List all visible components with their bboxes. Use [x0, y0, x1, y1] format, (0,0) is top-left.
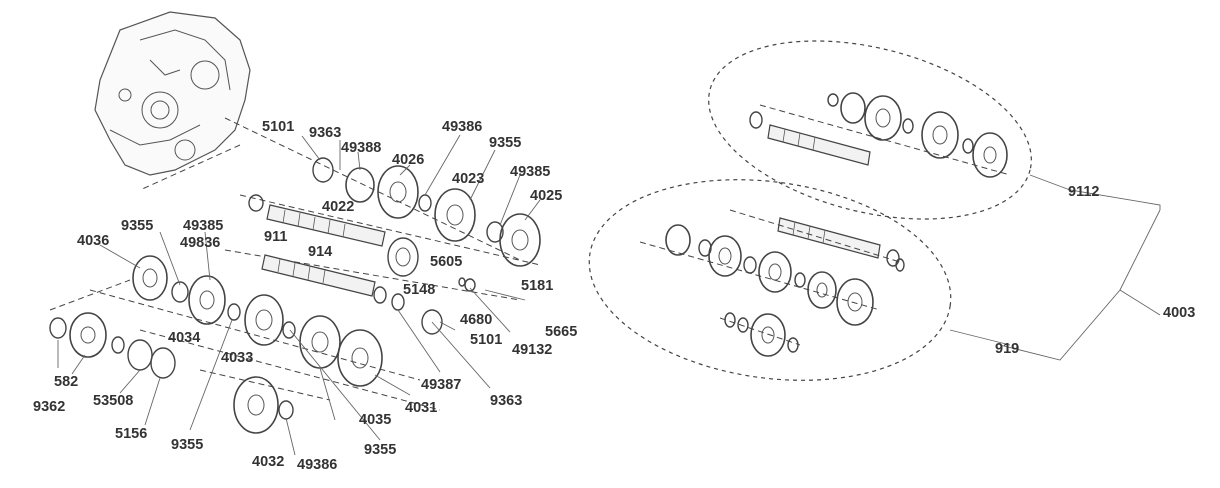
part-label-4032: 4032: [252, 454, 285, 470]
part-label-49388: 49388: [341, 140, 382, 156]
shaft-911: [266, 204, 386, 247]
part-label-4023: 4023: [452, 171, 485, 187]
part-label-4026: 4026: [392, 152, 425, 168]
part-label-9363-top: 9363: [309, 125, 342, 141]
gear-cluster-left: [49, 157, 541, 434]
part-label-9355-bottom-right: 9355: [364, 442, 397, 458]
part-label-5101-top: 5101: [262, 119, 295, 135]
part-label-4036: 4036: [77, 233, 110, 249]
part-label-5156: 5156: [115, 426, 148, 442]
part-label-9355-left: 9355: [121, 218, 154, 234]
part-label-4033: 4033: [221, 350, 254, 366]
shaft-914: [261, 254, 376, 297]
leader-lines-right: [949, 174, 1161, 361]
part-label-49385-top: 49385: [510, 164, 551, 180]
part-label-914: 914: [308, 244, 333, 260]
part-label-49132: 49132: [512, 342, 553, 358]
part-label-49387: 49387: [421, 377, 462, 393]
part-label-4035: 4035: [359, 412, 392, 428]
part-label-5605: 5605: [430, 254, 463, 270]
engine-housing-illustration: [94, 11, 251, 176]
part-label-53508: 53508: [93, 393, 134, 409]
part-label-4034: 4034: [168, 330, 201, 346]
part-label-4031: 4031: [405, 400, 438, 416]
part-label-5148: 5148: [403, 282, 436, 298]
part-label-9355-bottom-left: 9355: [171, 437, 204, 453]
part-label-49386-top: 49386: [442, 119, 483, 135]
part-label-9362: 9362: [33, 399, 66, 415]
leader-lines-left: [57, 134, 541, 456]
part-label-4680: 4680: [460, 312, 493, 328]
part-label-582: 582: [54, 374, 79, 390]
group-919-ellipse: [588, 179, 952, 381]
part-label-49385-left: 49385: [183, 218, 224, 234]
part-label-49836: 49836: [180, 235, 221, 251]
group-9112-ellipse: [708, 40, 1032, 220]
alignment-lines-left: [49, 117, 541, 411]
part-label-5181: 5181: [521, 278, 554, 294]
part-label-9355-top: 9355: [489, 135, 522, 151]
part-label-49386-bottom: 49386: [297, 457, 338, 473]
part-label-5665: 5665: [545, 324, 578, 340]
part-label-4025: 4025: [530, 188, 563, 204]
part-label-9363-bottom: 9363: [490, 393, 523, 409]
part-label-4003: 4003: [1163, 305, 1196, 321]
part-label-9112: 9112: [1068, 184, 1100, 200]
part-label-911: 911: [264, 229, 288, 245]
part-label-5101-mid: 5101: [470, 332, 503, 348]
part-label-919: 919: [995, 341, 1020, 357]
part-label-4022: 4022: [322, 199, 355, 215]
